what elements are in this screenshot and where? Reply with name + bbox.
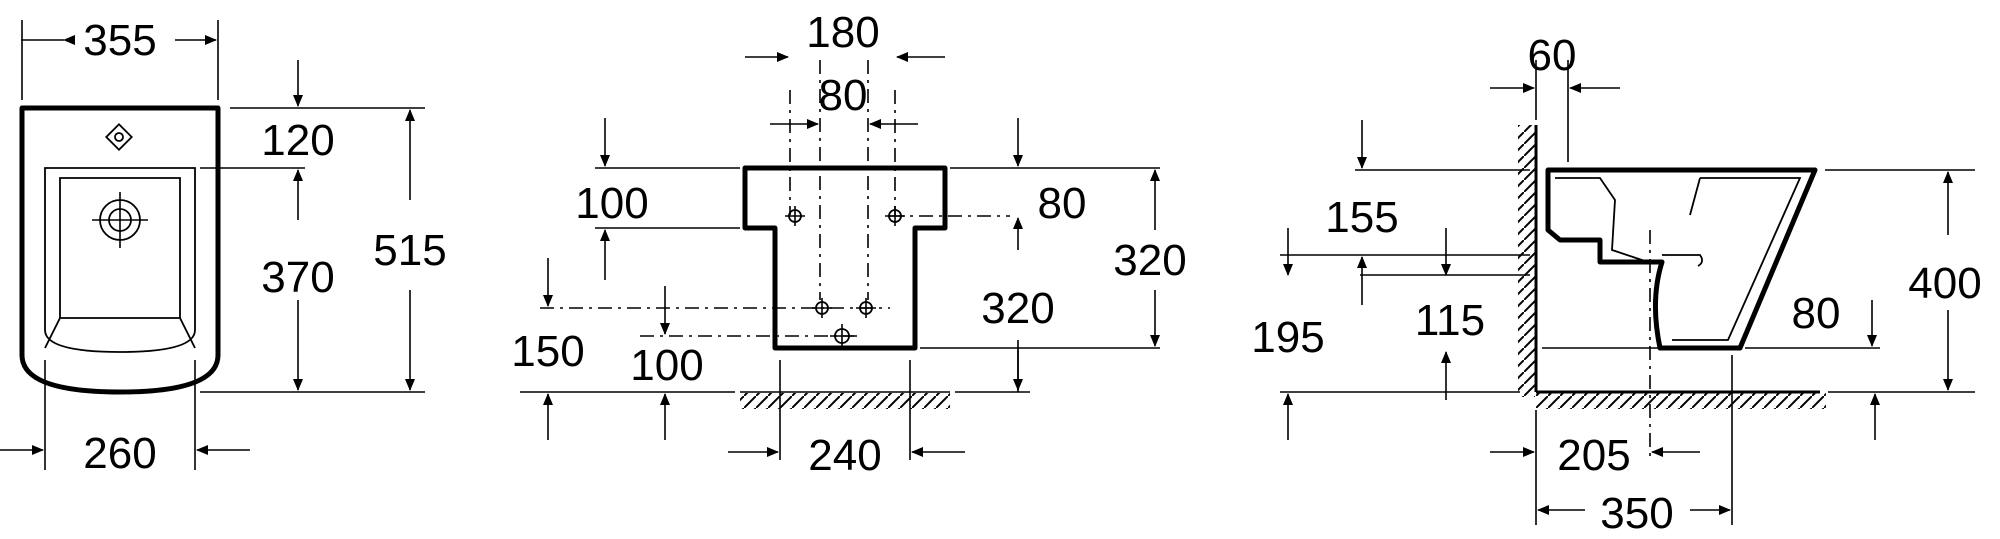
side-floor-hatch [1536,393,1826,409]
bowl-edge-left [44,317,61,349]
fixing-hole-icon [830,324,854,348]
side-view-inner-body [1672,177,1802,341]
fixing-hole-icon [885,206,905,226]
tap-hole-centre [114,132,124,142]
dim-260: 260 [83,429,156,478]
bowl-edge-right [179,317,196,349]
dim-115: 115 [1415,296,1485,345]
dim-80-right: 80 [1038,179,1087,228]
dim-240: 240 [808,431,881,480]
dim-100-mid: 100 [630,341,703,390]
dim-195: 195 [1251,313,1324,362]
front-view-outline [742,165,948,351]
dim-400: 400 [1908,259,1981,308]
dim-350: 350 [1600,489,1673,538]
top-view: 355 120 370 515 260 [0,16,447,478]
side-view-inner-bowl [1555,177,1649,263]
dim-60: 60 [1528,31,1577,80]
dim-80-side: 80 [1792,289,1841,338]
fixing-hole-icon [785,206,805,226]
dim-205: 205 [1557,431,1630,480]
wall-hatch [1518,125,1535,397]
dim-515: 515 [373,226,446,275]
dim-120: 120 [261,116,334,165]
side-view-outlet [1662,254,1703,267]
dim-320-inner: 320 [981,284,1054,333]
dim-355: 355 [83,16,156,65]
fixing-hole-icon [812,298,832,318]
side-view: 60 155 195 115 80 400 205 350 [1251,31,1981,538]
side-view-rim-edge [1689,177,1701,216]
top-view-outline [19,105,221,395]
fixing-hole-icon [856,298,876,318]
front-floor-hatch [740,393,950,409]
front-view: 180 80 100 80 320 320 150 100 240 [511,8,1186,480]
tap-hole-icon [104,122,134,152]
dim-150: 150 [511,327,584,376]
side-view-outline [1545,167,1818,351]
dim-180: 180 [806,8,879,57]
dim-100-top: 100 [575,179,648,228]
dim-320-overall: 320 [1113,236,1186,285]
dim-370: 370 [261,253,334,302]
dim-80-top: 80 [819,71,868,120]
dim-155: 155 [1325,193,1398,242]
